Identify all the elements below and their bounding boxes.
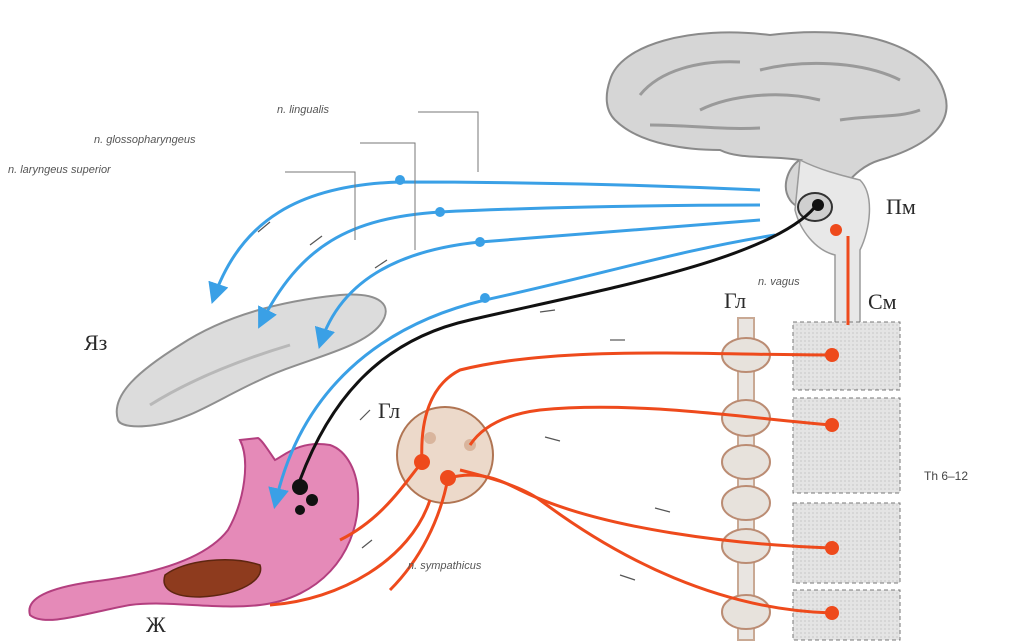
tongue (117, 295, 386, 427)
label-ganglion-chain: Гл (724, 288, 746, 314)
label-n-vagus: n. vagus (758, 276, 800, 288)
label-n-lingualis: n. lingualis (277, 104, 329, 116)
ganglion-chain (722, 318, 770, 640)
label-tongue: Яз (84, 330, 107, 356)
label-stomach: Ж (146, 612, 166, 638)
afferent-ganglia (395, 175, 490, 303)
label-segments: Th 6–12 (924, 469, 968, 483)
spinal-cord (793, 322, 900, 640)
label-spinal-cord: См (868, 289, 897, 315)
label-ganglion-celiac: Гл (378, 398, 400, 424)
label-n-sympathicus: n. sympathicus (408, 560, 481, 572)
stomach (29, 438, 358, 620)
label-n-glossopharyngeus: n. glossopharyngeus (94, 134, 196, 146)
label-medulla: Пм (886, 194, 916, 220)
label-n-laryngeus: n. laryngeus superior (8, 164, 111, 176)
